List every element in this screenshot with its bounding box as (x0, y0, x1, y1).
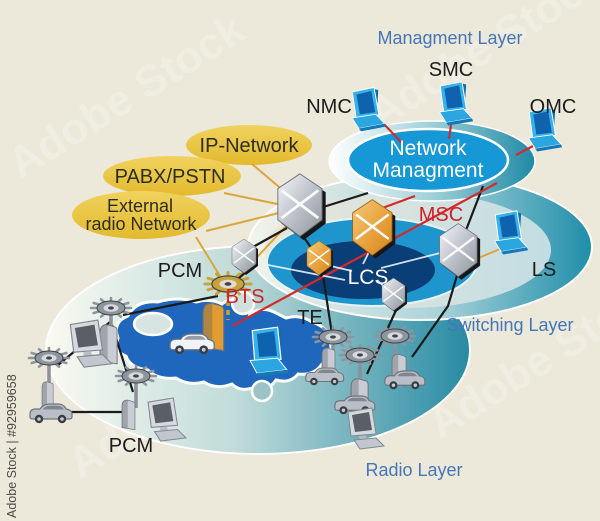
network-managment-line1: Network (389, 137, 467, 160)
management-layer-label: Managment Layer (377, 28, 522, 48)
puzzle-notch-bottom (250, 379, 274, 403)
switching-layer-label: Switching Layer (446, 315, 573, 335)
pcm-bottom-label: PCM (109, 435, 153, 457)
te-label: TE (297, 307, 323, 329)
black-links (57, 185, 485, 414)
external-network-ellipses (72, 125, 312, 239)
nmc-label: NMC (306, 96, 352, 118)
radio-layer-label: Radio Layer (365, 460, 462, 480)
ip-network-ellipse (186, 125, 312, 165)
pcm-top-label: PCM (158, 260, 202, 282)
external-radio-line1: External (107, 196, 173, 216)
omc-label: OMC (530, 96, 577, 118)
puzzle-hole (132, 311, 174, 337)
smc-label: SMC (429, 59, 473, 81)
external-radio-ellipse (72, 191, 210, 239)
external-radio-line2: radio Network (85, 214, 197, 234)
base-station-icon (121, 399, 136, 431)
msc-long-link (231, 182, 498, 327)
pabx-pstn-ellipse (103, 156, 241, 196)
ip-network-label: IP-Network (200, 135, 300, 157)
network-managment-line2: Managment (373, 159, 484, 182)
bts-label: BTS (226, 286, 265, 308)
lcs-label: LCS (348, 266, 389, 289)
stock-id-watermark: Adobe Stock | #92959658 (5, 374, 19, 518)
gold-links (195, 163, 501, 284)
pabx-pstn-label: PABX/PSTN (115, 166, 226, 188)
msc-label: MSC (419, 204, 463, 226)
network-management-node (328, 120, 536, 202)
ls-label: LS (532, 259, 556, 281)
puzzle-notch-top (230, 290, 256, 316)
